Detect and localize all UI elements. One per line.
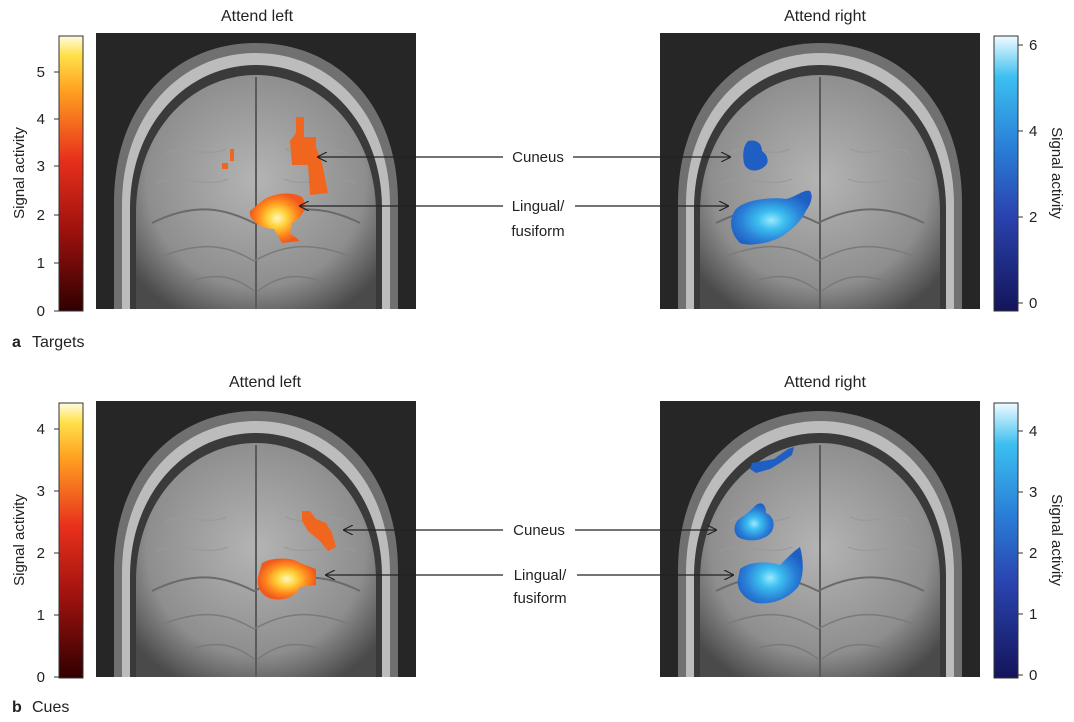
tick-label: 3	[1029, 484, 1037, 501]
brain-scan-image	[659, 32, 981, 310]
colorbar-gradient	[58, 402, 84, 679]
callout-fusiform: fusiform	[513, 590, 566, 607]
activation-cuneus-left	[290, 117, 328, 195]
colorbar-axis-label: Signal activity	[11, 127, 28, 219]
colorbar-gradient	[58, 35, 84, 312]
tick-label: 3	[37, 483, 45, 500]
panel-letter: a	[12, 334, 21, 351]
tick-label: 0	[37, 303, 45, 320]
activation-cuneus-right	[743, 140, 768, 171]
tick-marks	[54, 428, 59, 678]
tick-label: 1	[37, 607, 45, 624]
activation-lingual-left	[257, 558, 316, 600]
hot-colorbar-b: 0 1 2 3 4 Signal activity	[11, 402, 84, 686]
brain-scan-image	[95, 32, 417, 310]
panel-b-right-title: Attend right	[784, 374, 866, 391]
tick-label: 0	[37, 669, 45, 686]
colorbar-axis-label: Signal activity	[1048, 127, 1065, 219]
tick-label: 5	[37, 64, 45, 81]
tick-label: 6	[1029, 37, 1037, 54]
colorbar-axis-label: Signal activity	[11, 494, 28, 586]
panel-a-left-title: Attend left	[221, 8, 294, 25]
tick-label: 2	[1029, 545, 1037, 562]
tick-label: 4	[37, 421, 45, 438]
tick-label: 1	[1029, 606, 1037, 623]
callout-fusiform: fusiform	[511, 223, 564, 240]
tick-label: 3	[37, 158, 45, 175]
blue-colorbar-a: 0 2 4 6 Signal activity	[993, 35, 1065, 312]
blue-colorbar-b: 0 1 2 3 4 Signal activity	[993, 402, 1065, 684]
brain-scan-image	[95, 400, 417, 678]
tick-label: 4	[1029, 123, 1037, 140]
tick-label: 2	[37, 207, 45, 224]
callout-cuneus: Cuneus	[512, 149, 564, 166]
panel-caption: Cues	[32, 699, 69, 716]
hot-colorbar-a: 0 1 2 3 4 5 Signal activity	[11, 35, 84, 320]
activation-cuneus-left	[302, 511, 336, 551]
tick-marks	[54, 71, 59, 312]
panel-a-right-title: Attend right	[784, 8, 866, 25]
callout-cuneus: Cuneus	[513, 522, 565, 539]
activation-cuneus-right	[734, 503, 774, 541]
tick-label: 0	[1029, 667, 1037, 684]
tick-marks	[1018, 44, 1023, 304]
callout-arrows	[300, 157, 730, 206]
colorbar-axis-label: Signal activity	[1048, 494, 1065, 586]
tick-label: 2	[37, 545, 45, 562]
tick-label: 2	[1029, 209, 1037, 226]
activation-lingual-right	[731, 190, 812, 245]
callout-lingual: Lingual/	[514, 567, 567, 584]
activation-spot	[222, 149, 234, 169]
colorbar-gradient	[993, 35, 1019, 312]
panel-caption: Targets	[32, 334, 84, 351]
panel-a: Attend left Attend right 0 1 2 3 4 5 Sig…	[11, 8, 1065, 351]
tick-label: 1	[37, 255, 45, 272]
callout-arrows	[326, 530, 733, 575]
panel-b-left-title: Attend left	[229, 374, 302, 391]
tick-label: 4	[37, 111, 45, 128]
activation-spot-top	[750, 447, 794, 473]
colorbar-gradient	[993, 402, 1019, 679]
callout-lingual: Lingual/	[512, 198, 565, 215]
tick-label: 0	[1029, 295, 1037, 312]
tick-label: 4	[1029, 423, 1037, 440]
brain-scan-image	[659, 400, 981, 678]
panel-letter: b	[12, 699, 22, 716]
tick-marks	[1018, 430, 1023, 676]
activation-lingual-left	[249, 193, 305, 243]
panel-b: Attend left Attend right 0 1 2 3 4 Signa…	[11, 374, 1065, 716]
activation-lingual-right	[737, 547, 803, 604]
